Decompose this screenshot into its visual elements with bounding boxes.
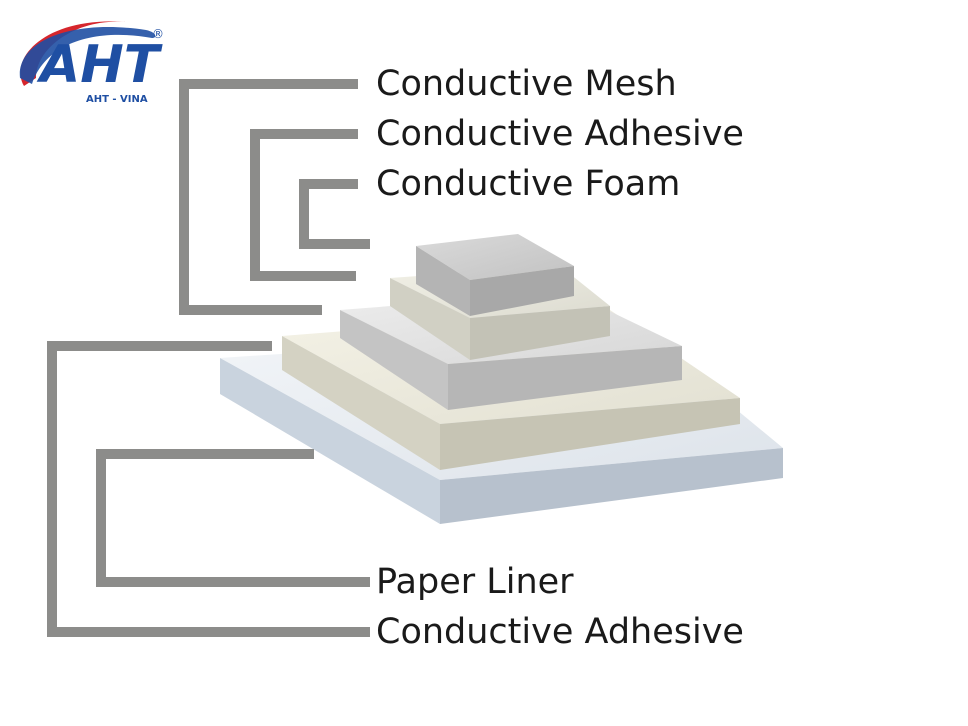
logo-swoosh-blue bbox=[19, 27, 156, 84]
bracket-conductive-foam bbox=[299, 179, 370, 249]
label-conductive-adhesive-top: Conductive Adhesive bbox=[376, 114, 744, 154]
bracket-paper-liner bbox=[96, 449, 370, 587]
label-conductive-adhesive-bottom: Conductive Adhesive bbox=[376, 612, 744, 652]
label-paper-liner: Paper Liner bbox=[376, 562, 574, 602]
logo-subtext: AHT - VINA bbox=[86, 94, 148, 105]
bracket-conductive-mesh bbox=[179, 79, 358, 315]
label-conductive-foam: Conductive Foam bbox=[376, 164, 681, 204]
label-conductive-mesh: Conductive Mesh bbox=[376, 64, 677, 104]
layer-conductive-mesh bbox=[416, 234, 574, 316]
logo-swoosh-red bbox=[20, 21, 126, 86]
bracket-conductive-adhesive-top bbox=[250, 129, 358, 281]
logo-registered-mark: ® bbox=[152, 27, 164, 41]
aht-logo: AHT ® AHT - VINA bbox=[19, 21, 164, 105]
bracket-conductive-adhesive-bottom bbox=[47, 341, 370, 637]
logo-text: AHT bbox=[36, 35, 163, 95]
